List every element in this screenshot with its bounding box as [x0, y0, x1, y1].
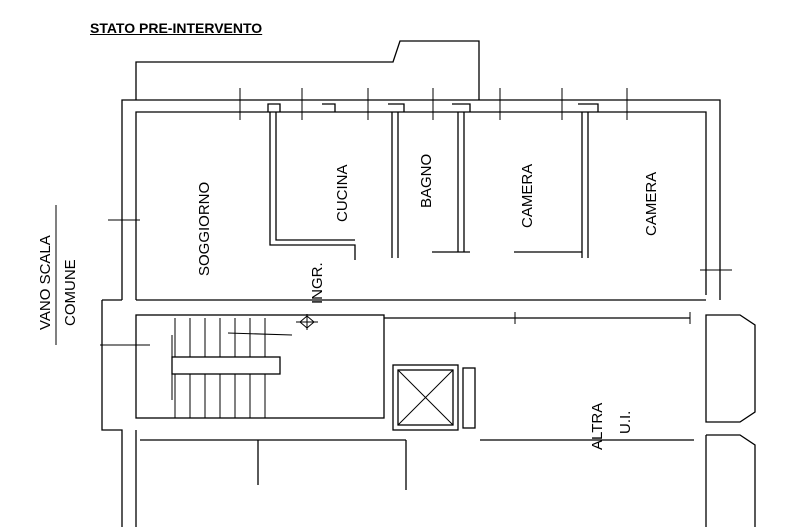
label-ui: U.I. [617, 411, 634, 434]
entrance-marker [296, 314, 318, 330]
adjacent-building [705, 314, 756, 527]
label-camera-1: CAMERA [519, 164, 536, 228]
label-bagno: BAGNO [418, 154, 435, 208]
label-cucina: CUCINA [334, 164, 351, 222]
lower-walls [140, 312, 694, 490]
label-comune: COMUNE [62, 259, 79, 326]
stair-block [100, 314, 385, 419]
window-marks [108, 88, 732, 271]
terrace-outline [135, 40, 480, 100]
elevator [392, 364, 476, 431]
label-ingresso: INGR. [309, 262, 326, 304]
label-camera-2: CAMERA [643, 172, 660, 236]
plan-title: STATO PRE-INTERVENTO [90, 20, 263, 36]
label-altra: ALTRA [589, 403, 606, 450]
label-soggiorno: SOGGIORNO [196, 182, 213, 276]
label-vano-scala: VANO SCALA [37, 235, 54, 330]
partitions [267, 103, 599, 260]
outer-walls [101, 99, 721, 527]
